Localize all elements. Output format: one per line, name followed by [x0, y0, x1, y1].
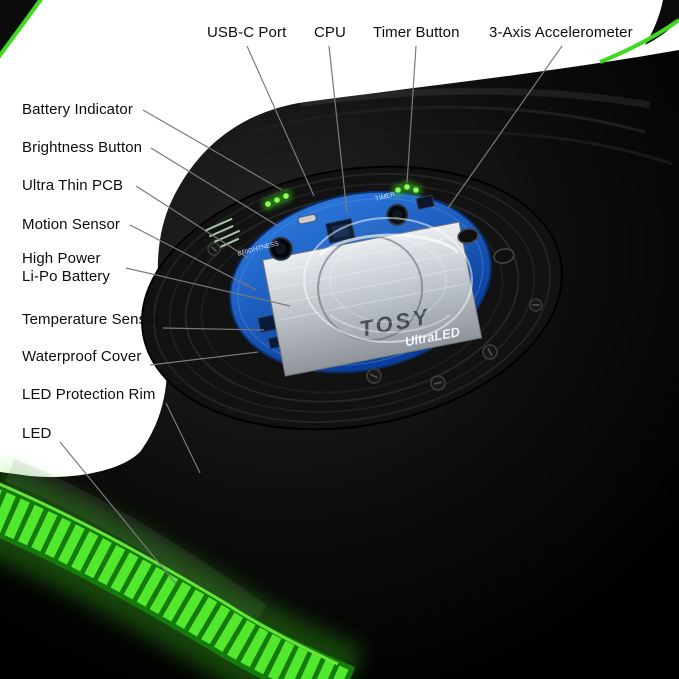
label-ultra-thin-pcb: Ultra Thin PCB	[22, 177, 124, 194]
timer-leds	[392, 181, 422, 196]
screws	[207, 228, 543, 391]
label-cpu: CPU	[314, 24, 346, 41]
label-led: LED	[22, 425, 52, 442]
label-3-axis-accelerometer: 3-Axis Accelerometer	[489, 24, 633, 41]
disc-ridge-lines	[227, 87, 673, 166]
label-led-protection-rim: LED Protection Rim	[22, 386, 156, 403]
callout-lines	[59, 45, 563, 585]
label-timer-button: Timer Button	[373, 24, 460, 41]
led-band	[0, 463, 364, 679]
label-brightness-button: Brightness Button	[22, 139, 143, 156]
accelerometer-chip	[415, 194, 435, 210]
top-left-rim	[0, 0, 44, 59]
label-motion-sensor: Motion Sensor	[22, 216, 121, 233]
top-right-rim	[599, 0, 679, 64]
label-temperature-sensor: Temperature Sensor	[22, 311, 160, 328]
brightness-button-cap	[275, 243, 287, 255]
label-waterproof-cover: Waterproof Cover	[22, 348, 142, 365]
label-li-po-battery: High Power Li-Po Battery	[22, 250, 111, 285]
label-battery-indicator: Battery Indicator	[22, 101, 133, 118]
label-usb-c-port: USB-C Port	[207, 24, 287, 41]
usb-c-port-part	[297, 213, 317, 225]
battery-indicator-leds	[262, 190, 292, 210]
waterproof-cover-dome	[303, 217, 473, 343]
battery: TOSY UltraLED	[262, 221, 483, 377]
